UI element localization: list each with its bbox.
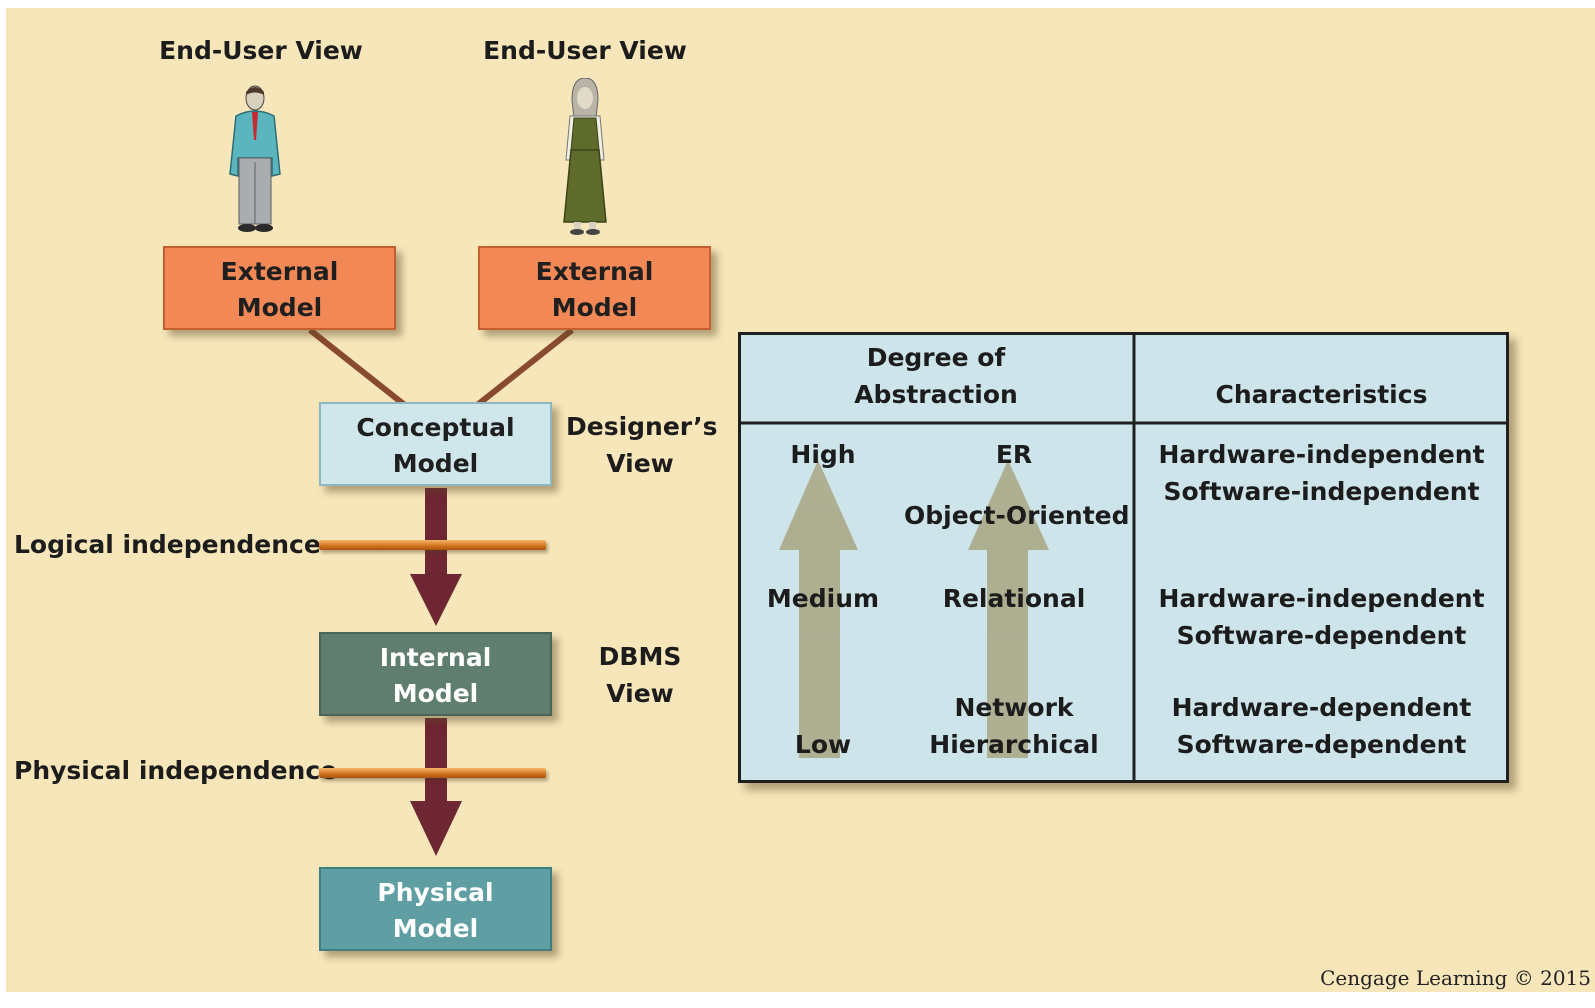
characteristics-medium-line2: Software-dependent xyxy=(1176,621,1467,650)
end-user-view-right-label: End-User View xyxy=(483,36,687,65)
designer-view-label: Designer’s View xyxy=(566,408,718,482)
woman-figure-icon xyxy=(563,78,607,235)
external-model-right-line1: External xyxy=(535,257,654,286)
diagram-connectors xyxy=(308,327,574,856)
physical-model-line2: Model xyxy=(392,914,479,943)
flow-arrow-conceptual-internal xyxy=(410,488,462,626)
model-er: ER xyxy=(995,440,1033,469)
conceptual-model-line2: Model xyxy=(392,449,479,478)
characteristics-low-line1: Hardware-dependent xyxy=(1171,693,1472,722)
abstraction-table: Degree of Abstraction Characteristics Hi… xyxy=(738,332,1509,783)
copyright-credit: Cengage Learning © 2015 xyxy=(1320,966,1591,990)
external-model-right-box: External Model xyxy=(478,246,711,330)
internal-model-line2: Model xyxy=(392,679,479,708)
dbms-view-line1: DBMS xyxy=(598,642,682,671)
characteristics-high-line2: Software-independent xyxy=(1163,477,1480,506)
abstraction-arrow-levels xyxy=(779,460,858,758)
physical-independence-label: Physical independence xyxy=(14,756,338,785)
conceptual-model-box: Conceptual Model xyxy=(319,402,552,486)
level-high: High xyxy=(790,440,856,469)
internal-model-line1: Internal xyxy=(379,643,492,672)
header-abstraction-line2: Abstraction xyxy=(854,380,1018,409)
characteristics-medium-line1: Hardware-independent xyxy=(1158,584,1485,613)
abstraction-arrow-models xyxy=(968,460,1049,758)
connector-left xyxy=(308,327,408,409)
external-model-left-line2: Model xyxy=(236,293,323,322)
conceptual-model-line1: Conceptual xyxy=(356,413,515,442)
level-medium: Medium xyxy=(766,584,880,613)
dbms-view-line2: View xyxy=(606,679,674,708)
characteristics-low: Hardware-dependent Software-dependent xyxy=(1134,689,1509,763)
characteristics-high: Hardware-independent Software-independen… xyxy=(1134,436,1509,510)
external-model-left-line1: External xyxy=(220,257,339,286)
abstraction-table-frame xyxy=(738,332,1509,783)
designer-view-line2: View xyxy=(606,449,674,478)
model-object-oriented: Object-Oriented xyxy=(904,501,1130,530)
physical-model-line1: Physical xyxy=(377,878,494,907)
model-relational: Relational xyxy=(942,584,1086,613)
physical-independence-bar xyxy=(319,768,546,778)
characteristics-high-line1: Hardware-independent xyxy=(1158,440,1485,469)
physical-model-box: Physical Model xyxy=(319,867,552,951)
level-low: Low xyxy=(794,730,852,759)
flow-arrow-internal-physical xyxy=(410,718,462,856)
external-model-left-box: External Model xyxy=(163,246,396,330)
internal-model-box: Internal Model xyxy=(319,632,552,716)
characteristics-medium: Hardware-independent Software-dependent xyxy=(1134,580,1509,654)
man-figure-icon xyxy=(229,85,281,232)
dbms-view-label: DBMS View xyxy=(566,638,714,712)
designer-view-line1: Designer’s xyxy=(566,412,718,441)
header-abstraction: Degree of Abstraction xyxy=(738,339,1134,413)
connector-right xyxy=(474,327,574,409)
diagram-canvas: End-User View End-User View External Mod… xyxy=(6,8,1595,992)
header-characteristics: Characteristics xyxy=(1215,380,1428,409)
header-abstraction-line1: Degree of xyxy=(866,343,1006,372)
characteristics-low-line2: Software-dependent xyxy=(1176,730,1467,759)
logical-independence-label: Logical independence xyxy=(14,530,321,559)
end-user-view-left-label: End-User View xyxy=(159,36,363,65)
model-hierarchical: Hierarchical xyxy=(929,730,1099,759)
logical-independence-bar xyxy=(319,540,546,550)
model-network: Network xyxy=(954,693,1074,722)
external-model-right-line2: Model xyxy=(551,293,638,322)
